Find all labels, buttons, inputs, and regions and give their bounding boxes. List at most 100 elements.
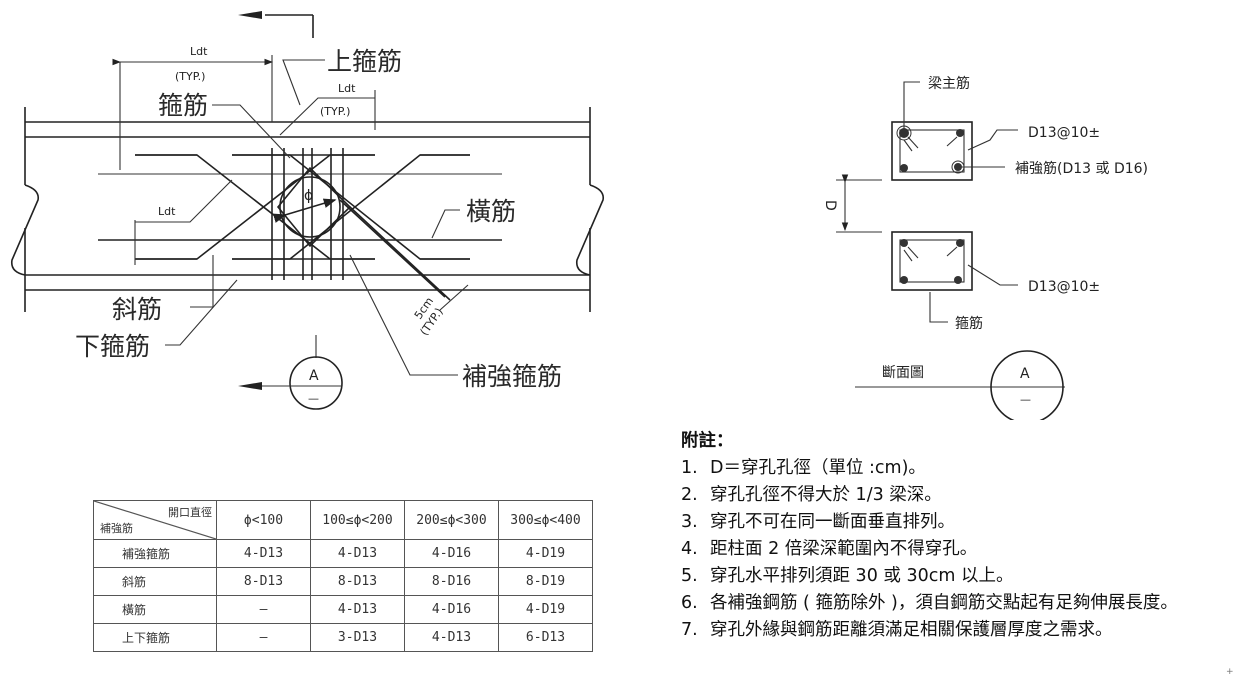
section-dash-elevation: — (308, 392, 319, 405)
ldt-label-1: Ldt (190, 45, 208, 58)
table-cell: — (216, 623, 311, 652)
table-cell: 8-D13 (216, 567, 311, 596)
beam-outline (10, 107, 605, 312)
section-title: 斷面圖 (882, 365, 924, 381)
stirrup-label: 箍筋 (158, 91, 208, 120)
corner-bottom-left: 補強筋 (100, 522, 133, 535)
table-cell: 4-D16 (404, 595, 499, 624)
table-cell: 6-D13 (498, 623, 593, 652)
table-cell: 4-D19 (498, 595, 593, 624)
table-row: 上下箍筋 — 3-D13 4-D13 6-D13 (93, 623, 593, 652)
label-spacing-bottom: D13@10± (967, 264, 1100, 295)
column-header: 300≤ϕ<400 (498, 500, 593, 540)
note-item: 6. 各補強鋼筋 ( 箍筋除外 )，須自鋼筋交點起有足夠伸展長度。 (681, 590, 1226, 617)
table-cell: 8-D16 (404, 567, 499, 596)
note-text: 穿孔孔徑不得大於 1/3 梁深。 (710, 485, 942, 505)
phi-label: ϕ (304, 188, 313, 204)
spacing-dimension: 5cm (TYP.) (412, 295, 446, 338)
corner-top-right: 開口直徑 (168, 506, 212, 519)
typ-label-1: (TYP.) (175, 70, 205, 83)
label-bottom-stirrup: 下箍筋 (75, 279, 238, 361)
top-section-box (891, 121, 973, 181)
table-row: 斜筋 8-D13 8-D13 8-D16 8-D19 (93, 567, 593, 596)
reinforcing-stirrup-label: 補強箍筋 (462, 362, 562, 391)
table-cell: 8-D13 (310, 567, 405, 596)
ldt-label-2: Ldt (338, 82, 356, 95)
label-spacing-top: D13@10± (967, 125, 1100, 151)
section-marker-bottom: A — (238, 335, 343, 410)
table-cell: — (216, 595, 311, 624)
note-number: 7. (681, 620, 698, 640)
section-title-marker: 斷面圖 A — (855, 350, 1065, 420)
note-number: 1. (681, 458, 698, 478)
note-text: 穿孔不可在同一斷面垂直排列。 (710, 512, 955, 532)
d-label: D (822, 200, 838, 211)
label-reinforcing-bar: 補強筋(D13 或 D16) (962, 160, 1148, 177)
ldt-dimension-lower-left: Ldt (134, 179, 233, 265)
reinforcing-bar-label: 補強筋(D13 或 D16) (1015, 160, 1148, 177)
note-text: 各補強鋼筋 ( 箍筋除外 )，須自鋼筋交點起有足夠伸展長度。 (710, 593, 1178, 613)
note-item: 4. 距柱面 2 倍梁深範圍內不得穿孔。 (681, 536, 1226, 563)
spacing-top-label: D13@10± (1028, 125, 1100, 141)
note-text: 距柱面 2 倍梁深範圍內不得穿孔。 (710, 539, 978, 559)
row-label: 補強箍筋 (93, 539, 217, 568)
table-cell: 4-D13 (216, 539, 311, 568)
label-main-bar: 梁主筋 (903, 75, 970, 130)
label-diagonal-bar: 斜筋 (112, 255, 214, 324)
note-item: 1. D＝穿孔孔徑（單位 :cm)。 (681, 455, 1226, 482)
notes-section: 附註： 1. D＝穿孔孔徑（單位 :cm)。 2. 穿孔孔徑不得大於 1/3 梁… (681, 428, 1226, 644)
section-letter-detail: A (1020, 366, 1030, 382)
table-cell: 4-D13 (310, 539, 405, 568)
note-item: 3. 穿孔不可在同一斷面垂直排列。 (681, 509, 1226, 536)
diagonal-bar-label: 斜筋 (112, 295, 162, 324)
table-corner-cell: 開口直徑 補強筋 (93, 500, 217, 540)
table-cell: 3-D13 (310, 623, 405, 652)
table-cell: 4-D16 (404, 539, 499, 568)
bottom-stirrup-label: 下箍筋 (75, 332, 150, 361)
reinforcing-stirrup (276, 166, 451, 301)
opening-dimension-d: D (822, 174, 882, 233)
ldt-label-3: Ldt (158, 205, 176, 218)
note-item: 5. 穿孔水平排列須距 30 或 30cm 以上。 (681, 563, 1226, 590)
label-stirrup-section: 箍筋 (929, 292, 983, 332)
diagonal-bars (135, 154, 470, 260)
row-label: 橫筋 (93, 595, 217, 624)
bottom-section-box (891, 231, 973, 291)
note-item: 2. 穿孔孔徑不得大於 1/3 梁深。 (681, 482, 1226, 509)
table-cell: 4-D19 (498, 539, 593, 568)
horizontal-bar-label: 橫筋 (466, 197, 516, 226)
beam-elevation-drawing: ϕ Ldt (TYP.) Ldt (TYP.) Ldt 5cm (TYP.) 上… (10, 11, 605, 410)
section-drawing: D 梁主筋 D13@10± 補強筋(D13 或 D16) D13@10± 箍筋 … (822, 75, 1148, 420)
label-horizontal-bar: 橫筋 (431, 197, 516, 239)
spacing-bottom-label: D13@10± (1028, 279, 1100, 295)
note-number: 6. (681, 593, 698, 613)
ldt-dimension-top: Ldt (TYP.) (112, 45, 274, 170)
note-item: 7. 穿孔外緣與鋼筋距離須滿足相關保護層厚度之需求。 (681, 617, 1226, 644)
cursor-crosshair-icon: + (1226, 667, 1233, 677)
top-stirrup-label: 上箍筋 (327, 47, 402, 76)
typ-label-2: (TYP.) (320, 105, 350, 118)
column-header: 200≤ϕ<300 (404, 500, 499, 540)
column-header: 100≤ϕ<200 (310, 500, 405, 540)
table-cell: 4-D13 (310, 595, 405, 624)
label-stirrup: 箍筋 (158, 91, 291, 159)
row-label: 上下箍筋 (93, 623, 217, 652)
ldt-dimension-upper-right: Ldt (TYP.) (279, 82, 376, 136)
section-letter-elevation: A (309, 368, 319, 384)
table-header-row: 開口直徑 補強筋 ϕ<100 100≤ϕ<200 200≤ϕ<300 300≤ϕ… (93, 500, 593, 540)
opening-circle: ϕ (272, 176, 341, 238)
label-top-stirrup: 上箍筋 (282, 47, 402, 106)
table-cell: 8-D19 (498, 567, 593, 596)
stirrup-section-label: 箍筋 (955, 315, 983, 332)
note-text: 穿孔外緣與鋼筋距離須滿足相關保護層厚度之需求。 (710, 620, 1113, 640)
reinforcement-table: 開口直徑 補強筋 ϕ<100 100≤ϕ<200 200≤ϕ<300 300≤ϕ… (93, 500, 593, 652)
note-number: 5. (681, 566, 698, 586)
note-number: 4. (681, 539, 698, 559)
section-dash-detail: — (1020, 393, 1031, 406)
label-reinforcing-stirrup: 補強箍筋 (349, 254, 562, 391)
section-cut-arrow-top (238, 11, 314, 38)
note-text: 穿孔水平排列須距 30 或 30cm 以上。 (710, 566, 1014, 586)
note-number: 2. (681, 485, 698, 505)
note-number: 3. (681, 512, 698, 532)
table-row: 補強箍筋 4-D13 4-D13 4-D16 4-D19 (93, 539, 593, 568)
